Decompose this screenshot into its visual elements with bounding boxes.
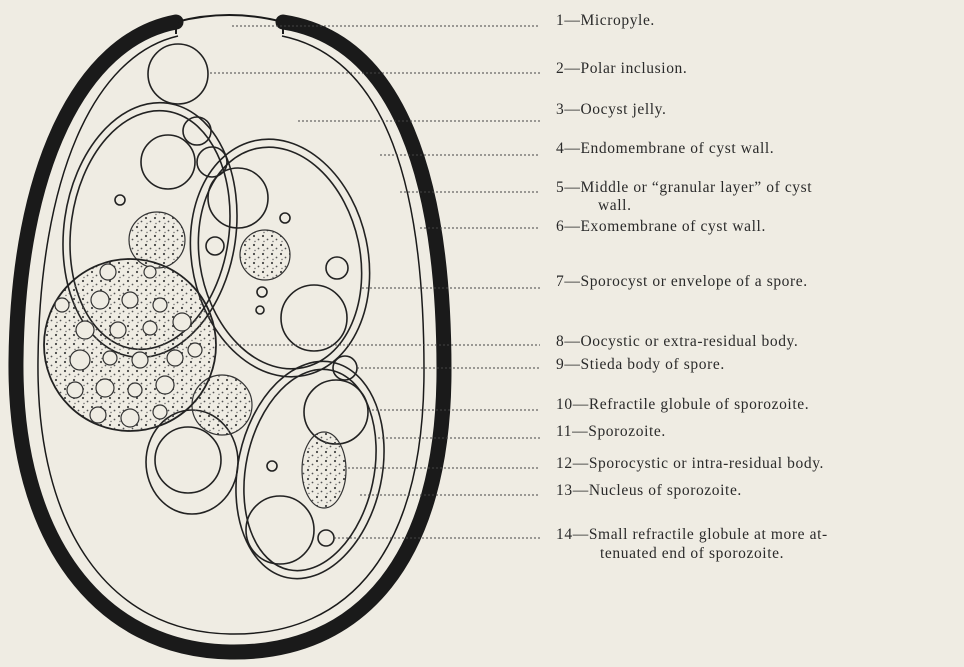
label-1: 1—Micropyle. xyxy=(556,12,655,29)
label-1-text: Micropyle. xyxy=(580,12,654,29)
label-11: 11—Sporozoite. xyxy=(556,423,666,440)
label-5: 5—Middle or “granular layer” of cyst xyxy=(556,179,812,196)
label-8: 8—Oocystic or extra-residual body. xyxy=(556,333,798,350)
label-6: 6—Exomembrane of cyst wall. xyxy=(556,218,766,235)
label-4-number: 4 xyxy=(556,140,564,157)
label-13-number: 13 xyxy=(556,482,573,499)
label-12: 12—Sporocystic or intra-residual body. xyxy=(556,455,824,472)
label-14-text: Small refractile globule at more at- xyxy=(589,526,828,543)
label-7: 7—Sporocyst or envelope of a spore. xyxy=(556,273,808,290)
label-11-text: Sporozoite. xyxy=(588,423,666,440)
label-10-text: Refractile globule of sporozoite. xyxy=(589,396,809,413)
label-13-text: Nucleus of sporozoite. xyxy=(589,482,742,499)
label-4: 4—Endomembrane of cyst wall. xyxy=(556,140,774,157)
oocystic-residual-body xyxy=(44,259,216,431)
label-5-continued: wall. xyxy=(598,197,632,214)
label-12-number: 12 xyxy=(556,455,573,472)
label-12-text: Sporocystic or intra-residual body. xyxy=(589,455,824,472)
label-3-number: 3 xyxy=(556,101,564,118)
label-3-text: Oocyst jelly. xyxy=(580,101,666,118)
polar-inclusion xyxy=(148,44,208,104)
label-8-text: Oocystic or extra-residual body. xyxy=(580,333,798,350)
label-6-text: Exomembrane of cyst wall. xyxy=(580,218,765,235)
label-13: 13—Nucleus of sporozoite. xyxy=(556,482,742,499)
leader-lines xyxy=(210,26,540,538)
label-10-number: 10 xyxy=(556,396,573,413)
label-8-number: 8 xyxy=(556,333,564,350)
label-4-text: Endomembrane of cyst wall. xyxy=(580,140,774,157)
label-14-number: 14 xyxy=(556,526,573,543)
label-7-text: Sporocyst or envelope of a spore. xyxy=(580,273,807,290)
label-7-number: 7 xyxy=(556,273,564,290)
label-3: 3—Oocyst jelly. xyxy=(556,101,666,118)
label-10: 10—Refractile globule of sporozoite. xyxy=(556,396,809,413)
label-9-number: 9 xyxy=(556,356,564,373)
label-5-number: 5 xyxy=(556,179,564,196)
label-9: 9—Stieda body of spore. xyxy=(556,356,725,373)
label-14-continued: tenuated end of sporozoite. xyxy=(600,545,784,562)
label-2: 2—Polar inclusion. xyxy=(556,60,687,77)
label-6-number: 6 xyxy=(556,218,564,235)
label-14: 14—Small refractile globule at more at- xyxy=(556,526,828,543)
label-2-text: Polar inclusion. xyxy=(580,60,687,77)
label-11-number: 11 xyxy=(556,423,572,440)
label-2-number: 2 xyxy=(556,60,564,77)
label-1-number: 1 xyxy=(556,12,564,29)
micropyle xyxy=(176,15,283,22)
label-9-text: Stieda body of spore. xyxy=(580,356,724,373)
label-5-text: Middle or “granular layer” of cyst xyxy=(580,179,812,196)
